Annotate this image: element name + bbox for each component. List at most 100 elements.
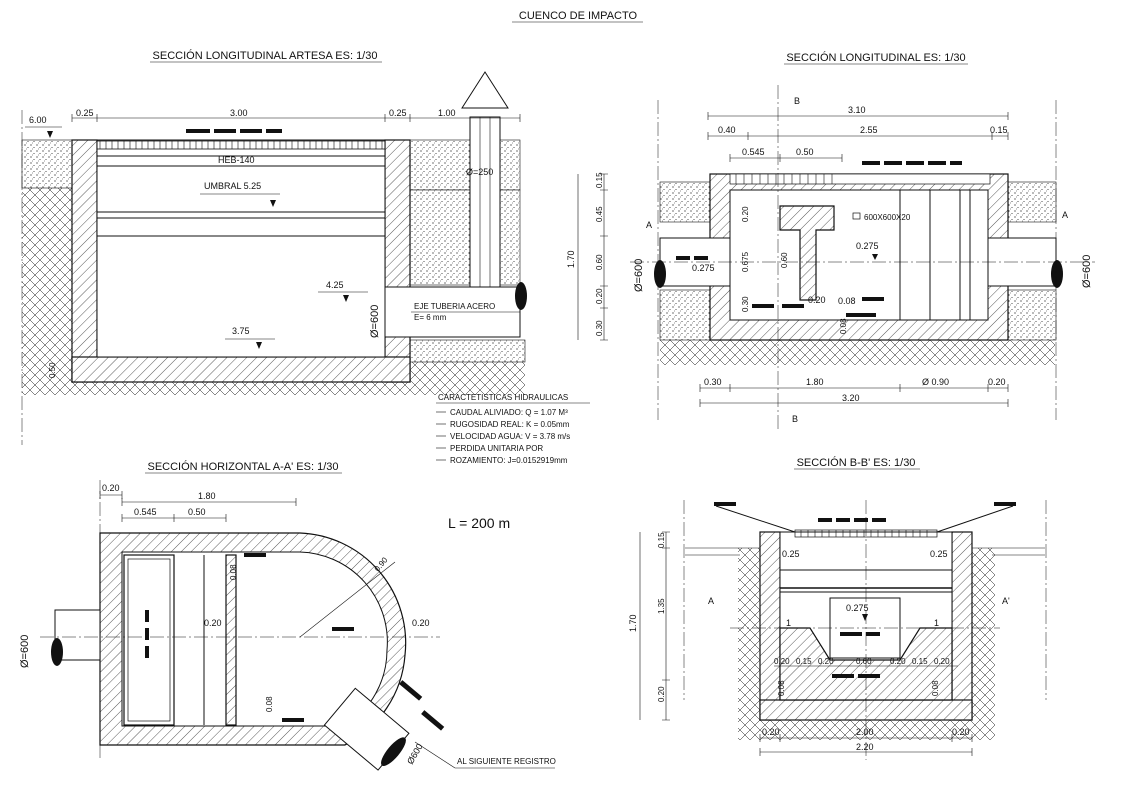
bb-dim-b-2.20: 2.20	[856, 742, 874, 752]
bb-row-0: 0.20	[774, 657, 790, 666]
cut-label-b-top: B	[794, 96, 800, 106]
bb-dim-b-0.20: 0.20	[762, 727, 780, 737]
dim-b-1.80: 1.80	[806, 377, 824, 387]
bb-row-5: 0.15	[912, 657, 928, 666]
length-label: L = 200 m	[448, 515, 510, 531]
side-a-right: A	[1062, 210, 1068, 220]
h-dim-0.545: 0.545	[134, 507, 157, 517]
h-dim-0.50: 0.50	[188, 507, 206, 517]
sheet-title: CUENCO DE IMPACTO	[519, 10, 638, 22]
label-pipe-dia: Ø=600	[369, 305, 381, 338]
dim-b-0.90: Ø 0.90	[922, 377, 949, 387]
level-4.25: 4.25	[326, 280, 344, 290]
inner-0.60: 0.60	[780, 252, 789, 268]
inner-0.275b: 0.275	[692, 263, 715, 273]
level-6.00: 6.00	[29, 115, 47, 125]
level-3.75: 3.75	[232, 326, 250, 336]
h-inner-0.90: 0.90	[373, 555, 390, 573]
section-horizontal: SECCIÓN HORIZONTAL A-A' ES: 1/30 Ø=600 Ø…	[19, 460, 556, 771]
side-a-left: A	[646, 220, 652, 230]
bb-row-1: 0.15	[796, 657, 812, 666]
h-inner-0.08b: 0.08	[265, 696, 274, 712]
bb-inner-0.275: 0.275	[846, 603, 869, 613]
dim-left-0.30: 0.30	[595, 320, 604, 336]
label-pipe-note-1: EJE TUBERIA ACERO	[414, 302, 495, 311]
title-longitudinal: SECCIÓN LONGITUDINAL ES: 1/30	[786, 51, 965, 64]
dim-left-0.15: 0.15	[595, 172, 604, 188]
h-dim-0.20: 0.20	[102, 483, 120, 493]
dash-marks-artesa	[186, 129, 282, 133]
bb-dim-0.15: 0.15	[657, 532, 666, 548]
inner-0.30: 0.30	[741, 296, 750, 312]
dim-top-2: 0.25	[389, 108, 407, 118]
inner-0.08: 0.08	[838, 296, 856, 306]
bb-dim-b-0.20b: 0.20	[952, 727, 970, 737]
note-next-register: AL SIGUIENTE REGISTRO	[457, 757, 556, 766]
bb-side-a2: A'	[1002, 596, 1010, 606]
bb-row-6: 0.20	[934, 657, 950, 666]
pipe-dia-right: Ø=600	[1081, 255, 1093, 288]
bb-inner-0.08b: 0.08	[931, 680, 940, 696]
dim-1.70: 1.70	[566, 250, 576, 268]
dim-left-0.45: 0.45	[595, 206, 604, 222]
inner-0.08b: 0.08	[839, 318, 848, 334]
dim-left-0.60: 0.60	[595, 254, 604, 270]
hydraulics-title: CARACTETISTICAS HIDRAULICAS	[438, 393, 568, 402]
inner-0.675: 0.675	[741, 251, 750, 272]
hydraulics-line-3: PERDIDA UNITARIA POR	[450, 444, 543, 453]
dim-2.55: 2.55	[860, 125, 878, 135]
h-inner-0.08: 0.08	[229, 564, 238, 580]
bb-side-a: A	[708, 596, 714, 606]
dim-0.50: 0.50	[796, 147, 814, 157]
hydraulics-line-4: ROZAMIENTO: J=0.0152919mm	[450, 456, 568, 465]
label-umbral: UMBRAL 5.25	[204, 181, 261, 191]
plate-label: 600X600X20	[864, 213, 911, 222]
dim-0.15: 0.15	[990, 125, 1008, 135]
dim-left-0.20: 0.20	[595, 288, 604, 304]
dim-top-0: 0.25	[76, 108, 94, 118]
bb-row-4: 0.20	[890, 657, 906, 666]
inner-0.20: 0.20	[741, 206, 750, 222]
h-inner-0.20: 0.20	[204, 618, 222, 628]
bb-row-2: 0.20	[818, 657, 834, 666]
section-artesa: SECCIÓN LONGITUDINAL ARTESA ES: 1/30 HEB…	[21, 49, 527, 445]
label-heb: HEB-140	[218, 155, 255, 165]
bb-dim-1.70: 1.70	[628, 614, 638, 632]
inner-0.275: 0.275	[856, 241, 879, 251]
pipe-out-dia: Ø600	[405, 742, 425, 766]
bb-inner-1: 1	[786, 618, 791, 628]
inner-0.20b: 0.20	[808, 295, 826, 305]
bb-inner-0.25: 0.25	[782, 549, 800, 559]
dim-0.545: 0.545	[742, 147, 765, 157]
title-bb: SECCIÓN B-B' ES: 1/30	[797, 456, 916, 469]
bb-inner-0.25b: 0.25	[930, 549, 948, 559]
hydraulics-line-1: RUGOSIDAD REAL: K = 0.05mm	[450, 420, 570, 429]
bb-dim-1.35: 1.35	[657, 598, 666, 614]
bb-inner-0.08: 0.08	[777, 680, 786, 696]
section-bb: SECCIÓN B-B' ES: 1/30 0.	[628, 456, 1047, 760]
bb-dim-b-2.00: 2.00	[856, 727, 874, 737]
hydraulics-line-0: CAUDAL ALIVIADO: Q = 1.07 M³	[450, 408, 568, 417]
label-pipe-vertical: Ø=250	[466, 167, 493, 177]
bb-dim-0.20: 0.20	[657, 686, 666, 702]
section-longitudinal: SECCIÓN LONGITUDINAL ES: 1/30	[566, 51, 1095, 430]
pipe-dia-horizontal: Ø=600	[19, 635, 31, 668]
title-horizontal: SECCIÓN HORIZONTAL A-A' ES: 1/30	[148, 460, 339, 473]
dim-top-1: 3.00	[230, 108, 248, 118]
cut-label-b-bottom: B	[792, 414, 798, 424]
dim-0.40: 0.40	[718, 125, 736, 135]
bb-inner-1b: 1	[934, 618, 939, 628]
dim-3.10: 3.10	[848, 105, 866, 115]
title-artesa: SECCIÓN LONGITUDINAL ARTESA ES: 1/30	[153, 49, 378, 62]
dim-b-0.20: 0.20	[988, 377, 1006, 387]
dim-b-0.30: 0.30	[704, 377, 722, 387]
bb-row-3: 0.60	[856, 657, 872, 666]
hydraulics-notes: CARACTETISTICAS HIDRAULICAS CAUDAL ALIVI…	[436, 393, 590, 465]
side-dim-0.50: 0.50	[48, 362, 57, 378]
h-inner-0.20b: 0.20	[412, 618, 430, 628]
dim-b-3.20: 3.20	[842, 393, 860, 403]
hydraulics-line-2: VELOCIDAD AGUA: V = 3.78 m/s	[450, 432, 570, 441]
label-pipe-note-2: E= 6 mm	[414, 313, 447, 322]
